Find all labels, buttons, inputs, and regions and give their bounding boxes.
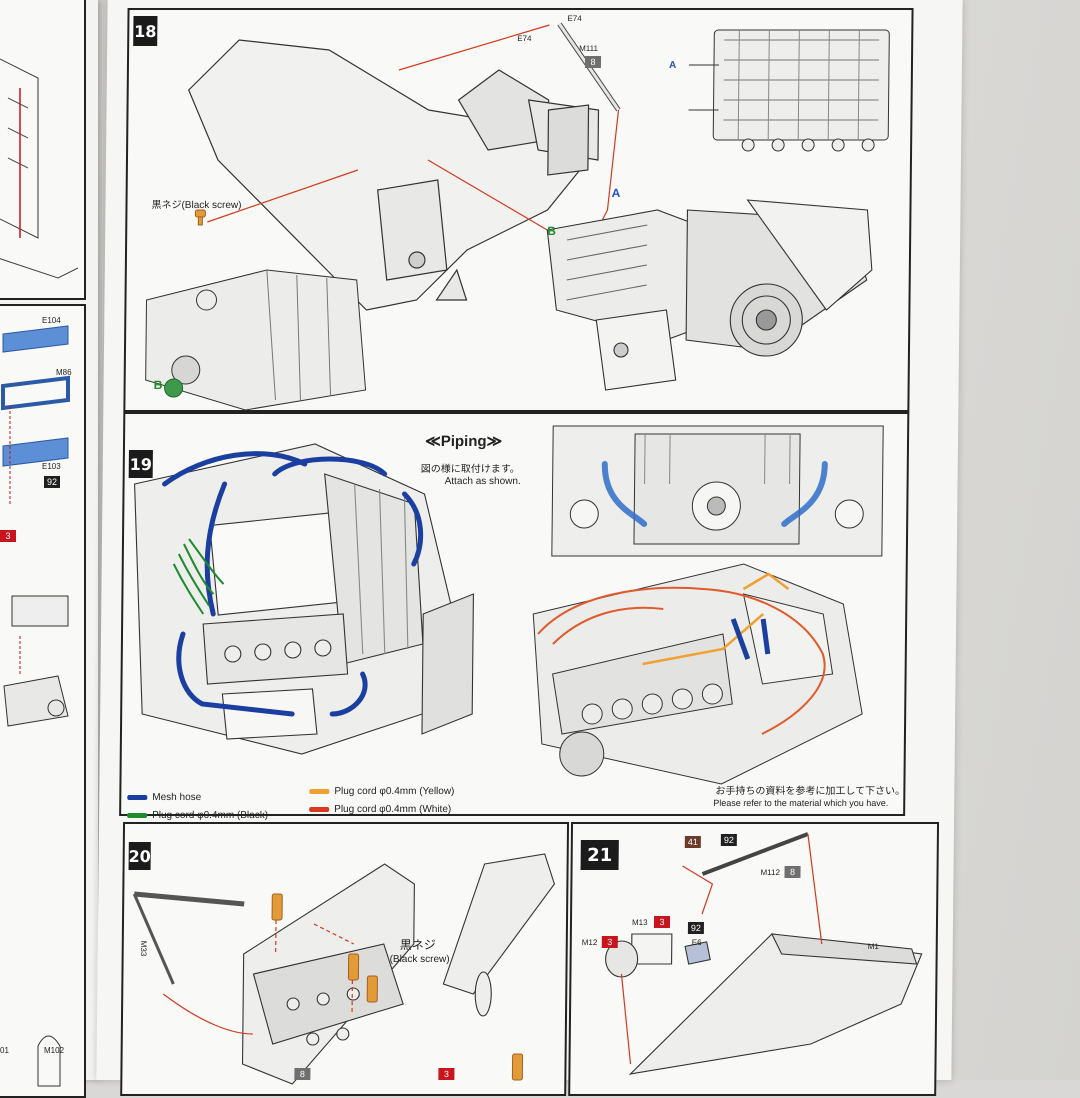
step-18-panel: 18 <box>123 8 914 412</box>
left-bottom-drawing <box>0 325 70 1087</box>
marker-b-detail: B <box>153 378 163 392</box>
badge-m112: 8 <box>784 866 801 878</box>
step-18-drawing <box>145 22 890 411</box>
note-en: Please refer to the material which you h… <box>713 798 889 808</box>
instruction-en: Attach as shown. <box>444 476 521 487</box>
badge-92: 92 <box>44 476 61 488</box>
label-m33: M33 <box>138 940 149 957</box>
instruction-jp: 図の様に取付けます。 <box>420 464 520 475</box>
badge-m12: 3 <box>601 936 618 948</box>
engine-detail-drawing <box>145 269 367 411</box>
legend-swatch-yellow <box>309 789 330 794</box>
legend-mesh-hose: Mesh hose <box>127 792 201 803</box>
legend-plug-black: Plug cord φ0.4mm (Black) <box>127 810 268 821</box>
label-m1: M1 <box>867 942 879 951</box>
label-m12: M12 <box>581 938 598 947</box>
badge-41: 41 <box>684 836 701 848</box>
legend-label-plug-yellow: Plug cord φ0.4mm (Yellow) <box>334 786 455 797</box>
legend-label-plug-white: Plug cord φ0.4mm (White) <box>334 804 452 815</box>
badge-92-e6: 92 <box>687 922 705 934</box>
legend-label-plug-black: Plug cord φ0.4mm (Black) <box>152 810 269 821</box>
label-black-screw-en: (Black screw) <box>389 954 450 965</box>
label-black-screw-jp: 黒ネジ <box>399 938 436 952</box>
legend-plug-yellow: Plug cord φ0.4mm (Yellow) <box>309 786 454 797</box>
engine-iso-drawing <box>532 563 863 785</box>
note-jp: お手持ちの資料を参考に加工して下さい。 <box>715 786 906 797</box>
marker-b-engine: B <box>547 224 556 238</box>
step-20-panel: 20 黒ネジ (Black screw) <box>120 822 570 1096</box>
badge-92-top: 92 <box>720 834 737 846</box>
label-m102: M102 <box>44 1046 65 1055</box>
label-m13: M13 <box>631 918 648 927</box>
label-e6: E6 <box>691 938 702 947</box>
step-19-panel: 19 <box>119 412 910 821</box>
badge-m111: 8 <box>584 56 602 68</box>
badge-m13: 3 <box>653 916 671 928</box>
label-black-screw: 黒ネジ(Black screw) <box>151 200 242 211</box>
marker-a-lower: A <box>611 186 621 200</box>
marker-a-upper: A <box>668 60 677 71</box>
label-e74-side: E74 <box>517 34 532 43</box>
step-21-panel: 21 41 92 M112 8 M13 3 M12 3 92 E6 M1 <box>568 822 940 1096</box>
step-21-drawing <box>605 832 923 1075</box>
legend-swatch-green <box>127 813 148 818</box>
step-19-drawing <box>134 425 884 785</box>
legend-swatch-red <box>309 807 330 812</box>
left-panel-bottom: E104 M86 E103 92 3 01 M102 <box>0 304 86 1098</box>
piping-title: ≪Piping≫ <box>424 433 503 450</box>
label-m112: M112 <box>760 868 780 877</box>
engine-top-drawing <box>712 29 890 152</box>
label-e103: E103 <box>42 462 61 471</box>
label-e104: E104 <box>42 316 61 325</box>
black-screw-icon <box>194 209 206 226</box>
label-01: 01 <box>0 1046 9 1055</box>
engine-rear-view-drawing <box>551 425 884 557</box>
chassis-drawing <box>188 39 600 311</box>
badge-3: 3 <box>438 1068 455 1080</box>
label-m86: M86 <box>56 368 72 377</box>
legend-swatch-blue <box>127 795 148 800</box>
badge-3: 3 <box>0 530 16 542</box>
left-top-drawing <box>0 58 79 279</box>
legend-plug-white: Plug cord φ0.4mm (White) <box>309 804 451 815</box>
step-20-drawing <box>132 853 556 1085</box>
label-e74-top: E74 <box>567 14 582 23</box>
legend-label-mesh-hose: Mesh hose <box>152 792 202 803</box>
badge-8: 8 <box>294 1068 311 1080</box>
left-instruction-sheet: E104 M86 E103 92 3 01 M102 <box>0 0 98 1098</box>
engine-gearbox-drawing <box>546 199 873 391</box>
main-instruction-sheet: 18 <box>96 0 963 1096</box>
engine-bay-drawing <box>134 443 474 755</box>
left-panel-top <box>0 0 86 300</box>
label-m111: M111 <box>579 44 599 53</box>
